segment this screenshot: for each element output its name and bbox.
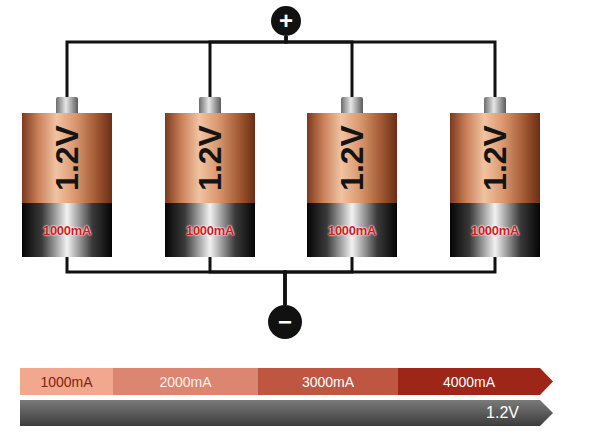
wire bbox=[210, 257, 285, 305]
voltage-band: 1.2V bbox=[20, 400, 553, 426]
positive-terminal: + bbox=[271, 6, 301, 36]
capacity-label: 1000mA bbox=[328, 223, 376, 238]
terminal-sign: − bbox=[278, 310, 292, 334]
voltage-label: 1.2V bbox=[336, 125, 368, 191]
capacity-band: 3000mA bbox=[258, 368, 398, 395]
battery-terminal bbox=[199, 97, 221, 113]
capacity-label: 1000mA bbox=[40, 374, 92, 390]
battery-terminal bbox=[484, 97, 506, 113]
battery-label-band: 1000mA bbox=[307, 203, 397, 257]
capacity-band: 1000mA bbox=[20, 368, 113, 395]
capacity-label: 1000mA bbox=[471, 223, 519, 238]
battery-cell: 1000mA 1.2V bbox=[450, 97, 540, 257]
battery-terminal bbox=[56, 97, 78, 113]
capacity-label: 4000mA bbox=[443, 374, 495, 390]
capacity-label: 1000mA bbox=[43, 223, 91, 238]
battery-label-band: 1000mA bbox=[165, 203, 255, 257]
battery-cell: 1000mA 1.2V bbox=[22, 97, 112, 257]
wire bbox=[285, 257, 495, 305]
arrow-fill bbox=[398, 368, 553, 395]
capacity-label: 1000mA bbox=[186, 223, 234, 238]
capacity-band: 4000mA bbox=[398, 368, 553, 395]
voltage-label: 1.2V bbox=[51, 125, 83, 191]
battery-terminal bbox=[341, 97, 363, 113]
arrow-shape bbox=[20, 400, 553, 426]
battery-label-band: 1000mA bbox=[450, 203, 540, 257]
voltage-label: 1.2V bbox=[194, 125, 226, 191]
wire bbox=[286, 36, 495, 97]
arrow-fill bbox=[20, 400, 553, 426]
battery-label-band: 1000mA bbox=[22, 203, 112, 257]
wire bbox=[67, 257, 285, 305]
wire bbox=[285, 257, 352, 305]
voltage-label: 1.2V bbox=[486, 404, 519, 422]
wire bbox=[286, 36, 352, 97]
capacity-label: 2000mA bbox=[159, 374, 211, 390]
wire bbox=[67, 36, 286, 97]
battery-cell: 1000mA 1.2V bbox=[165, 97, 255, 257]
terminal-sign: + bbox=[279, 9, 293, 33]
capacity-band: 2000mA bbox=[113, 368, 258, 395]
wire bbox=[210, 36, 286, 97]
negative-terminal: − bbox=[268, 305, 302, 339]
capacity-label: 3000mA bbox=[302, 374, 354, 390]
voltage-label: 1.2V bbox=[479, 125, 511, 191]
battery-cell: 1000mA 1.2V bbox=[307, 97, 397, 257]
